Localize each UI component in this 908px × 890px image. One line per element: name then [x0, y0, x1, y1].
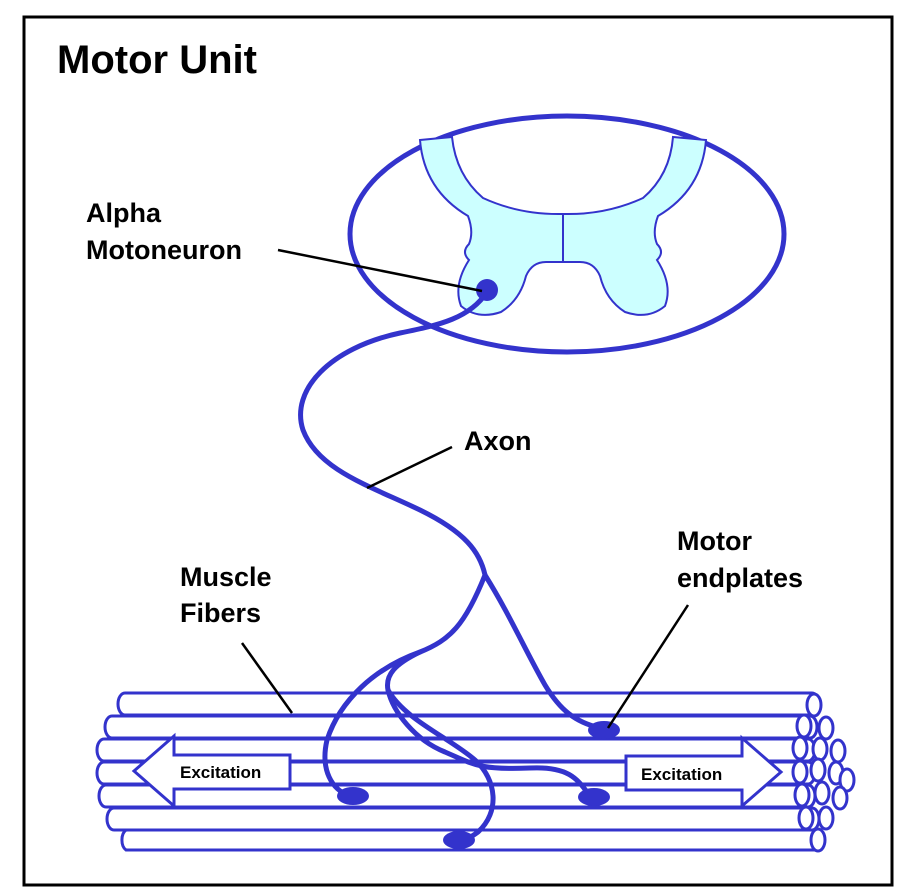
axon-branch-3	[384, 649, 593, 799]
excitation-arrow-right	[624, 734, 784, 810]
callout-lines	[240, 248, 690, 729]
motor-endplate	[443, 831, 475, 849]
axon-branch-1	[482, 572, 603, 731]
excitation-label-right: Excitation	[641, 765, 722, 784]
fiber-end-faces	[791, 692, 856, 853]
motor-endplate	[578, 788, 610, 806]
endplates-callout-line	[606, 604, 690, 729]
motor-endplates-label-line1: Motor	[677, 526, 752, 556]
excitation-arrow-left	[131, 732, 292, 810]
alpha-callout-line	[277, 248, 483, 293]
motoneuron-cell-body	[476, 279, 498, 301]
muscle-fibers-label-line1: Muscle	[180, 562, 272, 592]
motor-endplates-label-line2: endplates	[677, 563, 803, 593]
muscle-callout-line	[240, 642, 294, 714]
muscle-fiber	[116, 691, 821, 717]
diagram-title: Motor Unit	[57, 38, 257, 82]
axon-trunk	[298, 289, 490, 578]
excitation-label-left: Excitation	[180, 763, 261, 782]
alpha-motoneuron-label-line1: Alpha	[86, 198, 162, 228]
muscle-fibers-label-line2: Fibers	[180, 598, 261, 628]
motor-endplate	[588, 721, 620, 739]
axon	[298, 289, 603, 843]
alpha-motoneuron-label-line2: Motoneuron	[86, 235, 242, 265]
motor-endplate	[337, 787, 369, 805]
muscle-fiber	[103, 714, 819, 740]
motor-endplates	[337, 721, 620, 849]
axon-callout-line	[366, 445, 453, 490]
axon-label: Axon	[464, 426, 532, 456]
axon-branch-2	[322, 572, 488, 799]
muscle-fiber	[105, 806, 821, 832]
